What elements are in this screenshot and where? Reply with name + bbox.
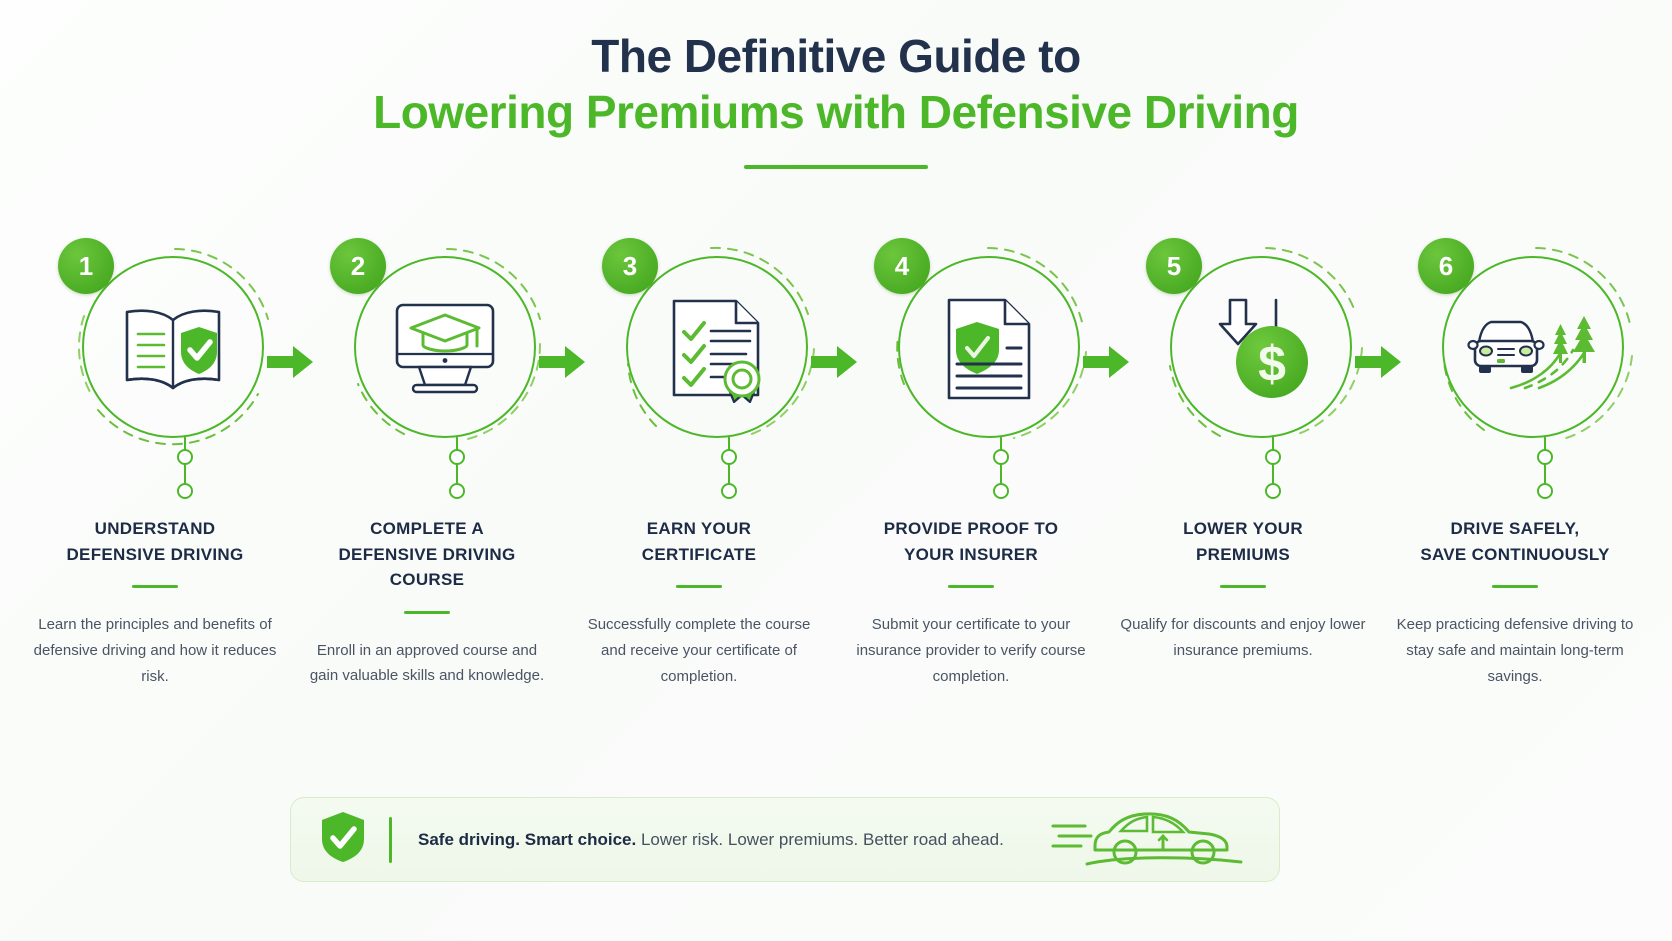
step-5-ring	[1170, 256, 1352, 438]
step-5-circle: 5 $	[1118, 238, 1368, 510]
document-shield-icon	[916, 293, 1062, 405]
dashed-arc-decoration	[357, 248, 542, 441]
steps-row: 1	[30, 238, 1642, 510]
step-6-title-line-2: SAVE CONTINUOUSLY	[1420, 544, 1610, 564]
step-6-title-underline	[1492, 585, 1538, 588]
step-2-title-underline	[404, 610, 450, 614]
page-title: The Definitive Guide to Lowering Premium…	[0, 0, 1672, 169]
step-4-ring	[898, 256, 1080, 438]
caption-6: DRIVE SAFELY, SAVE CONTINUOUSLY Keep pra…	[1390, 516, 1640, 689]
step-3-ring	[626, 256, 808, 438]
step-4-title: PROVIDE PROOF TO YOUR INSURER	[846, 516, 1096, 567]
step-1-number: 1	[58, 238, 114, 294]
step-3-title-underline	[676, 585, 722, 588]
arrow-1-to-2	[267, 238, 313, 508]
step-2-circle: 2	[302, 238, 552, 510]
step-2-title-line-1: COMPLETE A	[370, 519, 484, 538]
step-4[interactable]: 4	[846, 238, 1096, 510]
step-1-connector	[177, 436, 193, 499]
banner-rest-text: Lower risk. Lower premiums. Better road …	[636, 829, 1004, 849]
step-5-title-line-1: LOWER YOUR	[1183, 519, 1303, 538]
step-1-circle: 1	[30, 238, 280, 510]
caption-1: UNDERSTAND DEFENSIVE DRIVING Learn the p…	[30, 516, 280, 689]
title-underline	[744, 164, 928, 169]
dollar-coin-down-arrow-icon: $	[1188, 293, 1334, 405]
step-1-ring	[82, 256, 264, 438]
arrow-2-to-3	[539, 238, 585, 508]
step-3-title-line-1: EARN YOUR	[646, 519, 752, 538]
step-3-circle: 3	[574, 238, 824, 510]
dashed-arc-decoration	[78, 248, 269, 446]
step-5[interactable]: 5 $	[1118, 238, 1368, 510]
step-2[interactable]: 2	[302, 238, 552, 510]
monitor-graduation-cap-icon	[372, 293, 518, 405]
title-line-2: Lowering Premiums with Defensive Driving	[373, 85, 1299, 138]
step-4-title-line-2: YOUR INSURER	[904, 544, 1038, 564]
step-2-number: 2	[330, 238, 386, 294]
step-1-title-line-1: UNDERSTAND	[94, 519, 216, 538]
dashed-arc-decoration	[1169, 247, 1363, 437]
step-5-number: 5	[1146, 238, 1202, 294]
step-3-title: EARN YOUR CERTIFICATE	[574, 516, 824, 567]
caption-5: LOWER YOUR PREMIUMS Qualify for discount…	[1118, 516, 1368, 664]
step-4-body: Submit your certificate to your insuranc…	[856, 616, 1086, 685]
step-6-body: Keep practicing defensive driving to sta…	[1396, 616, 1634, 685]
caption-4: PROVIDE PROOF TO YOUR INSURER Submit you…	[846, 516, 1096, 689]
open-book-shield-check-icon	[100, 293, 246, 405]
step-4-circle: 4	[846, 238, 1096, 510]
dashed-arc-decoration	[896, 247, 1087, 439]
certificate-checklist-award-icon	[644, 293, 790, 405]
step-6-ring	[1442, 256, 1624, 438]
step-5-title-underline	[1220, 585, 1266, 588]
step-3-title-line-2: CERTIFICATE	[641, 544, 757, 564]
caption-3: EARN YOUR CERTIFICATE Successfully compl…	[574, 516, 824, 689]
caption-2: COMPLETE A DEFENSIVE DRIVING COURSE Enro…	[302, 516, 552, 689]
step-3[interactable]: 3	[574, 238, 824, 510]
step-2-connector	[449, 436, 465, 499]
step-2-title-line-2: DEFENSIVE DRIVING	[338, 544, 516, 564]
step-1-title: UNDERSTAND DEFENSIVE DRIVING	[30, 516, 280, 567]
banner-text: Safe driving. Smart choice. Lower risk. …	[418, 830, 1004, 850]
step-6-circle: 6	[1390, 238, 1640, 510]
car-road-trees-icon	[1460, 293, 1606, 405]
step-1-title-underline	[132, 585, 178, 588]
step-5-connector	[1265, 436, 1281, 499]
svg-text:$: $	[1258, 336, 1286, 392]
arrow-3-to-4	[811, 238, 857, 508]
step-3-number: 3	[602, 238, 658, 294]
speeding-car-icon	[1051, 806, 1251, 873]
step-2-ring	[354, 256, 536, 438]
shield-check-icon	[321, 811, 365, 868]
step-5-title: LOWER YOUR PREMIUMS	[1118, 516, 1368, 567]
captions-row: UNDERSTAND DEFENSIVE DRIVING Learn the p…	[30, 516, 1642, 689]
step-4-title-underline	[948, 585, 994, 588]
arrow-5-to-6	[1355, 238, 1401, 508]
bottom-banner: Safe driving. Smart choice. Lower risk. …	[290, 797, 1280, 882]
step-6-connector	[1537, 436, 1553, 499]
step-5-title-line-2: PREMIUMS	[1195, 544, 1290, 564]
step-6-title-line-1: DRIVE SAFELY,	[1450, 519, 1580, 538]
step-6-number: 6	[1418, 238, 1474, 294]
step-3-body: Successfully complete the course and rec…	[587, 616, 811, 685]
step-2-title: COMPLETE A DEFENSIVE DRIVING COURSE	[302, 516, 552, 593]
step-4-connector	[993, 436, 1009, 499]
step-1[interactable]: 1	[30, 238, 280, 510]
step-1-title-line-2: DEFENSIVE DRIVING	[66, 544, 244, 564]
step-6-title: DRIVE SAFELY, SAVE CONTINUOUSLY	[1390, 516, 1640, 567]
step-5-body: Qualify for discounts and enjoy lower in…	[1120, 616, 1366, 659]
step-2-body: Enroll in an approved course and gain va…	[309, 641, 545, 685]
title-line-1: The Definitive Guide to	[591, 30, 1081, 82]
banner-bold-text: Safe driving. Smart choice.	[418, 829, 637, 849]
step-2-title-line-3: COURSE	[389, 570, 465, 589]
step-3-connector	[721, 436, 737, 499]
dashed-arc-decoration	[627, 246, 815, 437]
arrow-4-to-5	[1083, 238, 1129, 508]
step-4-number: 4	[874, 238, 930, 294]
step-1-body: Learn the principles and benefits of def…	[33, 616, 277, 685]
step-4-title-line-1: PROVIDE PROOF TO	[883, 519, 1059, 538]
step-6[interactable]: 6	[1390, 238, 1640, 510]
banner-divider	[389, 816, 392, 863]
